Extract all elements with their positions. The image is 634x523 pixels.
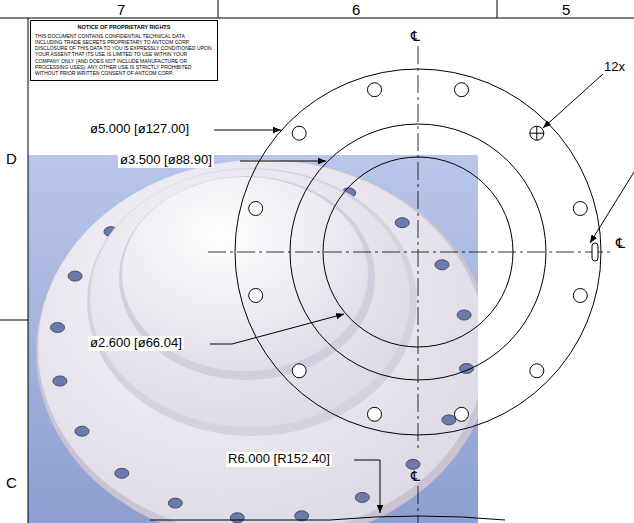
- photo-hole: [435, 260, 449, 270]
- notice-box: NOTICE OF PROPRIETARY RIGHTS THIS DOCUMEN…: [30, 20, 218, 81]
- bolt-hole: [455, 407, 469, 421]
- slot: [592, 243, 598, 261]
- bolt-hole: [455, 83, 469, 97]
- photo-hole: [115, 468, 129, 478]
- centerline-symbol: ℄: [616, 235, 625, 251]
- bolt-hole: [249, 289, 263, 303]
- photo-hole: [168, 498, 182, 508]
- dimension-label: R6.000 [R152.40]: [226, 452, 332, 467]
- centerline-symbol: ℄: [411, 468, 420, 484]
- dimension-label: ø3.500 [ø88.90]: [118, 153, 214, 168]
- leader-lines: [150, 74, 634, 520]
- photo-hole: [295, 511, 309, 521]
- photo-hole: [355, 492, 369, 502]
- zone-letter: D: [6, 150, 17, 167]
- dimension-label: ø2.600 [ø66.04]: [88, 336, 184, 351]
- zone-number: 5: [562, 1, 570, 18]
- bolt-hole: [530, 126, 544, 140]
- bolt-hole: [368, 83, 382, 97]
- bolt-hole: [530, 364, 544, 378]
- dimension-label: ø5.000 [ø127.00]: [88, 122, 191, 137]
- product-photo: [28, 155, 478, 523]
- bolt-hole: [292, 364, 306, 378]
- dimension-circles: [235, 69, 601, 435]
- photo-hole: [75, 426, 89, 436]
- photo-hole: [457, 310, 471, 320]
- bolt-holes: [249, 83, 598, 422]
- zone-letter: C: [6, 474, 17, 491]
- notice-heading: NOTICE OF PROPRIETARY RIGHTS: [35, 24, 213, 31]
- photo-hole: [406, 459, 420, 469]
- photo-hole: [395, 218, 409, 228]
- hole-count: 12x: [604, 60, 625, 75]
- photo-hole: [53, 376, 67, 386]
- bolt-hole: [249, 202, 263, 216]
- photo-hole: [51, 323, 65, 333]
- centerline-symbol: ℄: [411, 28, 420, 44]
- photo-hole: [68, 271, 82, 281]
- notice-body: THIS DOCUMENT CONTAINS CONFIDENTIAL TECH…: [35, 33, 213, 77]
- hole-crosshair: [530, 126, 544, 140]
- bolt-hole: [573, 289, 587, 303]
- photo-hole: [230, 513, 244, 523]
- bolt-hole: [368, 407, 382, 421]
- zone-number: 6: [352, 1, 360, 18]
- bolt-hole: [573, 202, 587, 216]
- zone-number: 7: [117, 1, 125, 18]
- center-lines: [208, 46, 612, 523]
- bolt-hole: [292, 126, 306, 140]
- photo-hole: [442, 415, 456, 425]
